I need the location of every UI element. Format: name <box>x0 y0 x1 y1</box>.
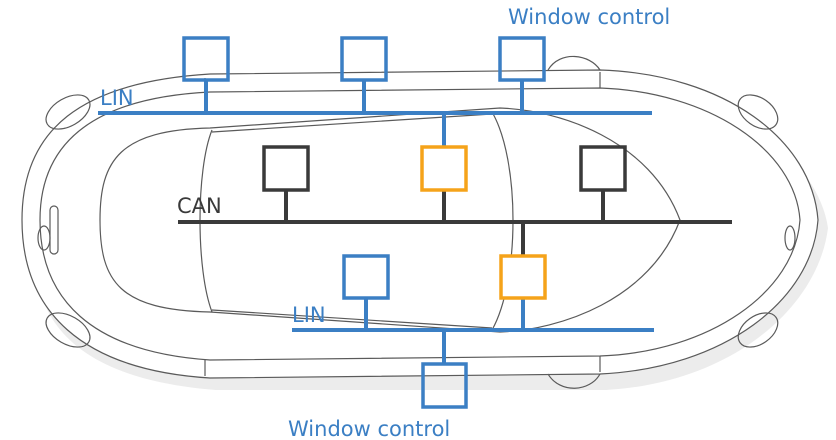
lin-bus-bottom <box>292 254 654 409</box>
can-bus <box>178 145 732 256</box>
window-control-node-2 <box>340 36 388 82</box>
mirror-bottom <box>547 373 601 389</box>
lin-bottom-node-1 <box>342 254 390 300</box>
can-node-3 <box>579 145 627 192</box>
car-inner-outline <box>39 87 801 361</box>
mirror-top <box>547 55 601 71</box>
lin-label-bottom: LIN <box>292 303 326 327</box>
gateway-bottom <box>499 254 547 300</box>
headlight-top <box>45 94 91 130</box>
lin-bus-top <box>98 36 652 147</box>
window-control-label-bottom: Window control <box>288 417 450 440</box>
taillight-top <box>737 94 779 130</box>
lin-label-top: LIN <box>100 86 134 110</box>
headlight-bottom <box>45 312 91 348</box>
gateway-top <box>420 145 468 192</box>
window-control-label-top: Window control <box>508 5 670 29</box>
window-control-node-1 <box>182 36 230 82</box>
rear-badge <box>784 225 796 251</box>
can-label: CAN <box>177 194 222 218</box>
can-node-1 <box>262 145 310 192</box>
front-grille <box>49 205 59 255</box>
gateways <box>420 145 547 300</box>
window-control-node-bottom <box>421 362 468 409</box>
window-control-node-3 <box>498 36 546 82</box>
taillight-bottom <box>737 312 779 348</box>
